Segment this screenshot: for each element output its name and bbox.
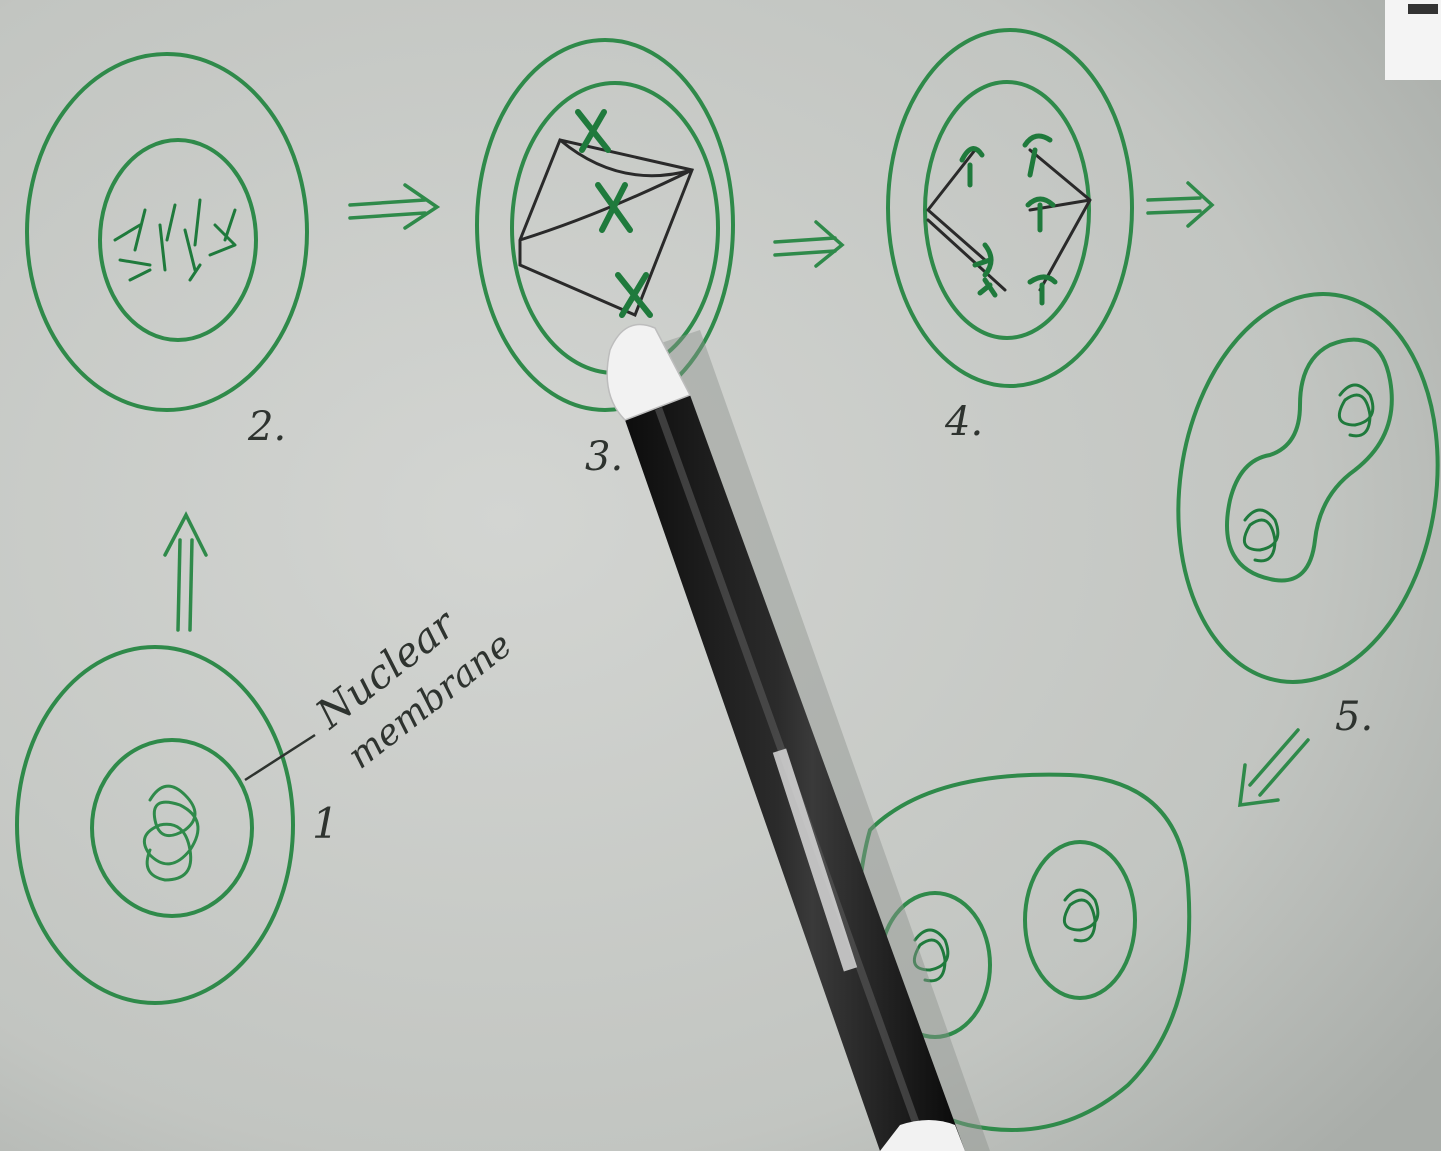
label-stage-1: 1 <box>312 799 339 848</box>
corner-box-mark <box>1408 4 1438 14</box>
label-stage-2: 2. <box>247 404 286 450</box>
label-stage-5: 5. <box>1335 694 1373 740</box>
label-stage-3: 3. <box>585 434 623 480</box>
label-stage-4: 4. <box>944 399 983 445</box>
